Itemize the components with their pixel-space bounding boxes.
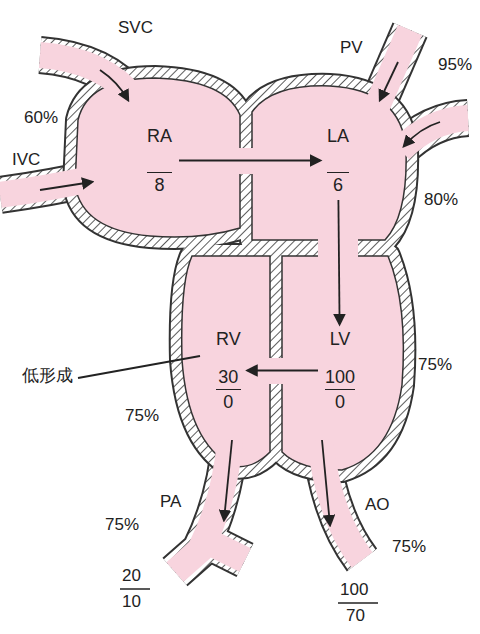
flow-arrow xyxy=(40,62,440,525)
chamber-name: LA xyxy=(327,126,349,146)
vessel-name: PV xyxy=(340,38,363,58)
vessel-name: PA xyxy=(160,492,181,512)
saturation-value: 75% xyxy=(392,537,426,557)
saturation-value: 95% xyxy=(438,55,472,75)
heart-chamber-label: RV 300 xyxy=(212,327,245,414)
vessel-wall xyxy=(0,30,468,572)
chamber-name: LV xyxy=(325,329,355,349)
leader-line xyxy=(78,356,200,378)
vessel-name: SVC xyxy=(118,18,153,38)
saturation-value: 75% xyxy=(105,515,139,535)
pressure-value: 8 xyxy=(147,172,172,195)
pressure-value: 10 xyxy=(122,592,141,612)
saturation-value: 75% xyxy=(418,355,452,375)
saturation-value: 75% xyxy=(125,406,159,426)
pressure-value: 100 xyxy=(325,367,355,390)
heart-chamber-label: RA 8 xyxy=(143,124,176,197)
blood-flow-arrow xyxy=(179,160,320,162)
pressure-value: 70 xyxy=(346,606,365,626)
fraction-bar xyxy=(120,588,150,590)
blood-flow-arrow xyxy=(248,370,318,372)
pressure-value: 0 xyxy=(216,392,241,412)
pressure-value: 30 xyxy=(216,367,241,390)
pressure-value: 6 xyxy=(327,172,349,195)
blood-flow-arrow xyxy=(338,200,339,324)
chamber-name: RA xyxy=(147,126,172,146)
saturation-value: 60% xyxy=(24,108,58,128)
heart-chamber-label: LV 1000 xyxy=(321,327,359,414)
vessel-name: AO xyxy=(365,495,390,515)
pressure-value: 0 xyxy=(325,392,355,412)
chamber-name: RV xyxy=(216,329,241,349)
septal-opening xyxy=(234,148,358,384)
vessel-name: IVC xyxy=(12,150,40,170)
fraction-bar xyxy=(338,602,378,604)
vessel-lumen xyxy=(0,30,468,572)
heart-chamber xyxy=(75,78,406,470)
pressure-value: 20 xyxy=(122,566,141,586)
heart-chamber-label: LA 6 xyxy=(323,124,353,197)
saturation-value: 80% xyxy=(424,190,458,210)
pressure-value: 100 xyxy=(340,580,368,600)
vessel-name: 低形成 xyxy=(22,366,73,386)
